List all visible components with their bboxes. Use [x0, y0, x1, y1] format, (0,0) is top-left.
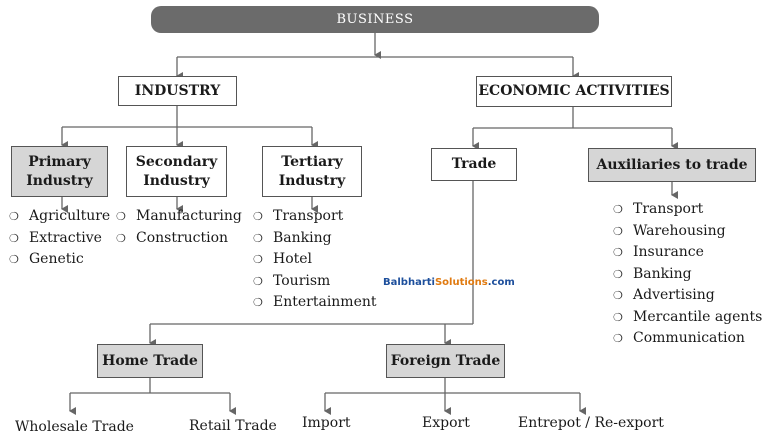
secondary-industry-node: Secondary Industry [126, 146, 227, 197]
auxiliaries-to-trade-node: Auxiliaries to trade [588, 148, 756, 182]
watermark-part1: Balbharti [383, 277, 435, 288]
auxiliaries-list: ❍Transport ❍Warehousing ❍Insurance ❍Bank… [613, 199, 762, 350]
bullet-icon: ❍ [613, 289, 623, 302]
list-item: ❍Transport [613, 199, 762, 221]
list-item: ❍Hotel [253, 249, 377, 271]
home-trade-node: Home Trade [97, 344, 203, 378]
bullet-icon: ❍ [9, 253, 19, 266]
bullet-icon: ❍ [253, 253, 263, 266]
list-item: ❍Banking [613, 264, 762, 286]
watermark: BalbhartiSolutions.com [383, 277, 515, 288]
bullet-icon: ❍ [9, 231, 19, 245]
import-label: Import [302, 415, 351, 431]
bullet-icon: ❍ [9, 210, 19, 223]
bullet-icon: ❍ [253, 210, 263, 223]
list-item: ❍Mercantile agents [613, 307, 762, 329]
list-item: ❍Banking [253, 228, 377, 250]
tertiary-industry-list: ❍Transport ❍Banking ❍Hotel ❍Tourism ❍Ent… [253, 206, 377, 314]
watermark-part2: Solutions [434, 277, 488, 288]
business-node: BUSINESS [151, 6, 599, 33]
primary-industry-node: Primary Industry [11, 146, 108, 197]
foreign-trade-node: Foreign Trade [386, 344, 505, 378]
primary-industry-list: ❍Agriculture ❍Extractive ❍Genetic [9, 206, 110, 271]
export-label: Export [422, 415, 470, 431]
list-item: ❍Insurance [613, 242, 762, 264]
list-item: ❍Warehousing [613, 221, 762, 243]
secondary-industry-list: ❍Manufacturing ❍Construction [116, 206, 242, 249]
bullet-icon: ❍ [613, 203, 623, 216]
industry-node: INDUSTRY [118, 76, 237, 106]
list-item: ❍Tourism [253, 271, 377, 293]
tertiary-industry-line1: Tertiary [281, 153, 343, 170]
bullet-icon: ❍ [613, 246, 623, 259]
bullet-icon: ❍ [253, 231, 263, 245]
bullet-icon: ❍ [613, 310, 623, 324]
wholesale-trade-label: Wholesale Trade [15, 419, 134, 435]
secondary-industry-line1: Secondary [135, 153, 218, 170]
primary-industry-line2: Industry [26, 172, 93, 189]
watermark-part3: .com [487, 277, 515, 288]
trade-node: Trade [431, 148, 517, 181]
list-item: ❍Construction [116, 228, 242, 250]
bullet-icon: ❍ [116, 231, 126, 245]
entrepot-label: Entrepot / Re-export [518, 415, 664, 431]
list-item: ❍Transport [253, 206, 377, 228]
list-item: ❍Genetic [9, 249, 110, 271]
list-item: ❍Advertising [613, 285, 762, 307]
list-item: ❍Manufacturing [116, 206, 242, 228]
primary-industry-line1: Primary [28, 153, 91, 170]
tertiary-industry-line2: Industry [278, 172, 346, 189]
bullet-icon: ❍ [613, 224, 623, 238]
bullet-icon: ❍ [253, 296, 263, 309]
bullet-icon: ❍ [613, 332, 623, 345]
secondary-industry-line2: Industry [143, 172, 210, 189]
bullet-icon: ❍ [613, 267, 623, 281]
bullet-icon: ❍ [253, 274, 263, 288]
list-item: ❍Entertainment [253, 292, 377, 314]
bullet-icon: ❍ [116, 210, 126, 223]
tertiary-industry-node: Tertiary Industry [262, 146, 362, 197]
list-item: ❍Communication [613, 328, 762, 350]
list-item: ❍Agriculture [9, 206, 110, 228]
list-item: ❍Extractive [9, 228, 110, 250]
economic-activities-node: ECONOMIC ACTIVITIES [476, 76, 672, 107]
retail-trade-label: Retail Trade [189, 418, 277, 434]
